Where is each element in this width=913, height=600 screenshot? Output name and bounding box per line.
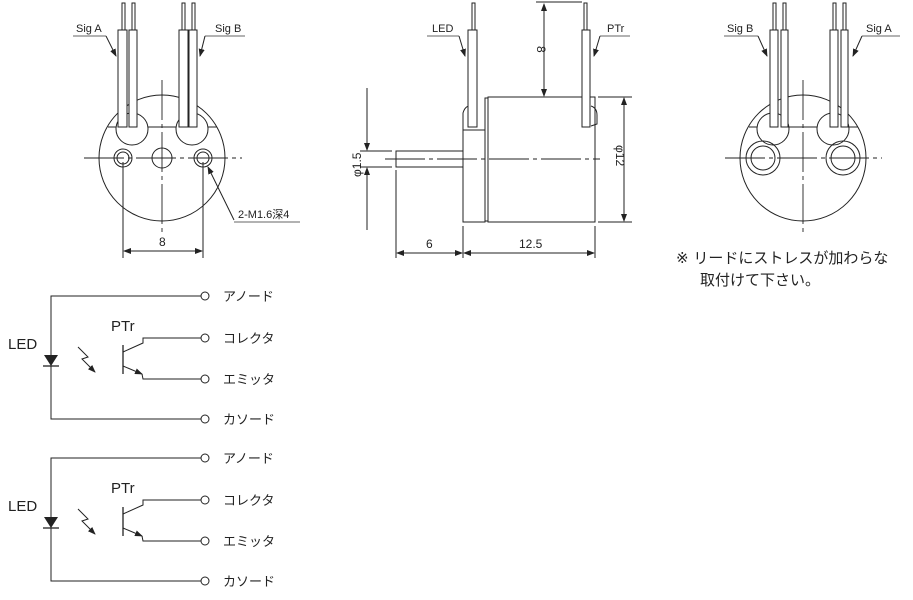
pin-cathode: カソード (223, 412, 275, 427)
leads-sig-b (178, 2, 198, 128)
dim-shaft-diameter: φ1.5 (350, 152, 364, 177)
light-arrow-icon (77, 508, 96, 535)
label-sig-b: Sig B (727, 23, 753, 35)
led-label: LED (8, 336, 37, 353)
dim-body-diameter: φ12 (613, 145, 627, 166)
dim-body-length: 12.5 (519, 237, 543, 251)
circuit-diagram-1: LED PTr アノード コレクタ エミッタ カソード (8, 289, 275, 427)
terminal (200, 576, 210, 586)
body (487, 96, 596, 223)
pin-emitter: エミッタ (223, 372, 275, 387)
note-line-2: 取付けて下さい。 (700, 271, 820, 289)
label-sig-a: Sig A (76, 23, 102, 35)
led-diode-icon (44, 517, 58, 528)
ptr-label: PTr (111, 318, 135, 335)
dim-shaft-length: 6 (426, 237, 433, 251)
pin-collector: コレクタ (223, 493, 274, 508)
pin-collector: コレクタ (223, 331, 274, 346)
pin-cathode: カソード (223, 574, 275, 589)
dim-hole-spacing: 8 (159, 235, 166, 249)
label-sig-b: Sig B (215, 23, 241, 35)
label-led: LED (432, 23, 453, 35)
dim-lead-length: 8 (534, 46, 548, 53)
rear-view: Sig B Sig A (724, 2, 900, 235)
terminal (200, 333, 210, 343)
circuit-diagram-2: LED PTr アノード コレクタ エミッタ カソード (8, 451, 275, 589)
light-arrow-icon (77, 346, 96, 373)
thread-callout: 2-M1.6深4 (238, 208, 289, 221)
pin-anode: アノード (223, 289, 274, 304)
pin-emitter: エミッタ (223, 534, 275, 549)
label-ptr: PTr (607, 23, 625, 35)
led-diode-icon (44, 355, 58, 366)
pin-anode: アノード (223, 451, 274, 466)
side-view: LED PTr 8 φ12 φ1.5 6 12.5 (350, 1, 632, 258)
label-sig-a: Sig A (866, 23, 892, 35)
terminal (200, 291, 210, 301)
note-line-1: ※ リードにストレスが加わらな (676, 249, 888, 267)
ptr-label: PTr (111, 480, 135, 497)
leads-sig-a (117, 2, 138, 128)
front-view: Sig A Sig B 8 2-M1.6深4 (73, 2, 300, 258)
led-label: LED (8, 498, 37, 515)
terminal (200, 453, 210, 463)
terminal (200, 495, 210, 505)
terminal (200, 374, 210, 384)
terminal (200, 414, 210, 424)
lead-ptr (581, 29, 591, 128)
terminal (200, 536, 210, 546)
lead-led (467, 29, 478, 128)
